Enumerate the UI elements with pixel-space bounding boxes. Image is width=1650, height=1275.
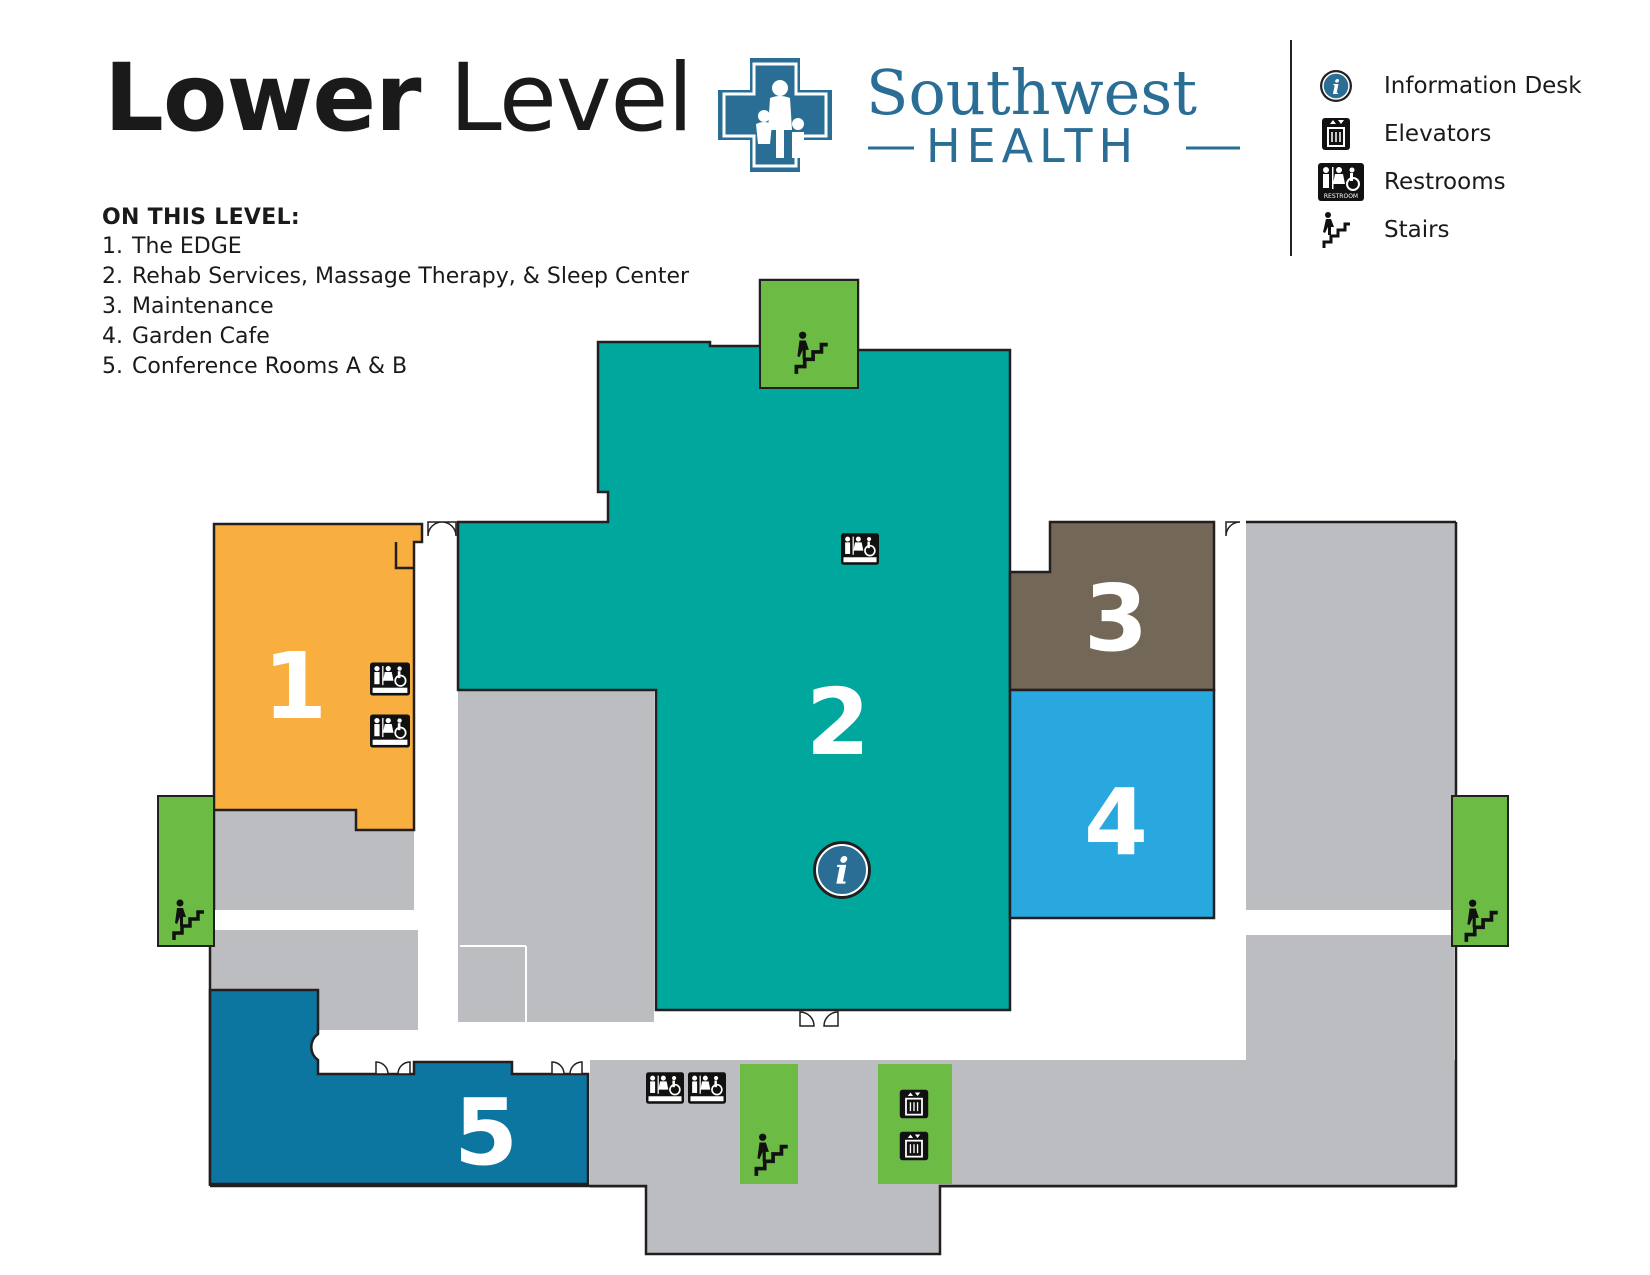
brand-name: Southwest xyxy=(866,58,1197,129)
southwest-health-logo: Southwest HEALTH xyxy=(718,58,1240,173)
list-item: 3.Maintenance xyxy=(102,294,274,319)
information-desk-icon: i xyxy=(1320,70,1352,102)
corridor-areas xyxy=(210,522,1456,1254)
level-list: 1.The EDGE 2.Rehab Services, Massage The… xyxy=(102,232,689,382)
on-this-level: ON THIS LEVEL: 1.The EDGE 2.Rehab Servic… xyxy=(102,205,689,382)
elevator-icon xyxy=(898,1088,930,1120)
restroom-icon xyxy=(370,662,410,696)
list-item: 1.The EDGE xyxy=(102,234,242,259)
svg-text:i: i xyxy=(835,851,849,893)
room-4-label: 4 xyxy=(1084,769,1148,876)
elevator-icon xyxy=(898,1130,930,1162)
on-this-level-heading: ON THIS LEVEL: xyxy=(102,205,300,230)
legend-item-restrooms: RESTROOM Restrooms xyxy=(1318,158,1582,206)
stairwells xyxy=(157,279,1509,1184)
room-4[interactable] xyxy=(1008,688,1216,920)
restroom-icon xyxy=(841,533,879,565)
room-3-label: 3 xyxy=(1084,565,1148,672)
legend-label: Information Desk xyxy=(1384,73,1582,99)
legend-divider xyxy=(1290,40,1292,256)
svg-text:RESTROOM: RESTROOM xyxy=(1324,193,1358,200)
legend-item-info: i Information Desk xyxy=(1318,62,1582,110)
room-1[interactable] xyxy=(212,522,424,832)
doors xyxy=(375,521,1241,1075)
restroom-icon xyxy=(370,714,410,748)
restroom-icon xyxy=(646,1072,684,1104)
list-item: 5.Conference Rooms A & B xyxy=(102,354,408,379)
title-bold: Lower xyxy=(104,44,421,153)
restroom-icon: RESTROOM xyxy=(1318,163,1364,201)
brand-sub: HEALTH xyxy=(926,119,1139,173)
restroom-icon xyxy=(688,1072,726,1104)
room-2[interactable] xyxy=(456,278,1012,1012)
room-5[interactable] xyxy=(208,988,590,1186)
elevator-icon xyxy=(1322,118,1350,150)
legend-item-elevators: Elevators xyxy=(1318,110,1582,158)
room-2-label: 2 xyxy=(806,669,870,776)
room-1-label: 1 xyxy=(263,633,327,740)
legend-label: Restrooms xyxy=(1384,169,1506,195)
svg-text:i: i xyxy=(1332,75,1340,99)
stairs-icon xyxy=(1322,212,1350,248)
title-light: Level xyxy=(449,44,693,153)
page-title: Lower Level xyxy=(104,52,693,146)
legend-label: Stairs xyxy=(1384,217,1450,243)
information-desk-icon: i xyxy=(813,841,871,899)
legend: i Information Desk Elevators RESTROOM Re… xyxy=(1318,62,1582,254)
legend-item-stairs: Stairs xyxy=(1318,206,1582,254)
list-item: 4.Garden Cafe xyxy=(102,324,270,349)
list-item: 2.Rehab Services, Massage Therapy, & Sle… xyxy=(102,264,690,289)
room-5-label: 5 xyxy=(454,1079,518,1186)
legend-label: Elevators xyxy=(1384,121,1492,147)
